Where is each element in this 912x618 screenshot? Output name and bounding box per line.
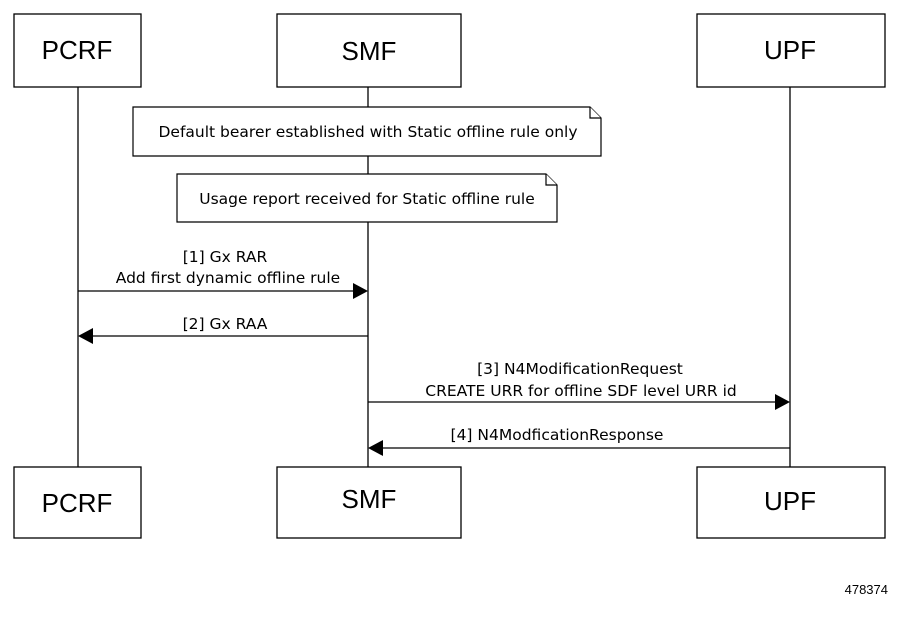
message-n4-modification-request: [3] N4ModificationRequest CREATE URR for…	[368, 360, 790, 410]
upf-bottom-label: UPF	[764, 486, 816, 516]
arrowhead-right-icon	[775, 394, 790, 410]
figure-number: 478374	[845, 582, 888, 597]
arrowhead-left-icon	[78, 328, 93, 344]
message-gx-rar-sublabel: Add first dynamic offline rule	[116, 269, 340, 287]
note-default-bearer: Default bearer established with Static o…	[132, 106, 602, 157]
note-usage-report: Usage report received for Static offline…	[176, 173, 558, 223]
upf-top-label: UPF	[764, 35, 816, 65]
message-gx-rar: [1] Gx RAR Add first dynamic offline rul…	[78, 248, 368, 299]
message-gx-rar-label: [1] Gx RAR	[183, 248, 268, 266]
note-default-bearer-text: Default bearer established with Static o…	[158, 123, 577, 141]
pcrf-bottom-label: PCRF	[42, 488, 113, 518]
arrowhead-right-icon	[353, 283, 368, 299]
message-gx-raa-label: [2] Gx RAA	[183, 315, 268, 333]
smf-top-label: SMF	[342, 36, 397, 66]
smf-top-box: SMF	[276, 13, 462, 88]
message-n4-request-sublabel: CREATE URR for offline SDF level URR id	[425, 382, 736, 400]
upf-bottom-box: UPF	[696, 466, 886, 539]
message-n4-request-label: [3] N4ModificationRequest	[477, 360, 683, 378]
pcrf-top-label: PCRF	[42, 35, 113, 65]
note-usage-report-text: Usage report received for Static offline…	[199, 190, 534, 208]
message-n4-modification-response: [4] N4ModficationResponse	[368, 426, 790, 456]
smf-bottom-box: SMF	[276, 466, 462, 539]
smf-bottom-label: SMF	[342, 484, 397, 514]
upf-top-box: UPF	[696, 13, 886, 88]
arrowhead-left-icon	[368, 440, 383, 456]
message-n4-response-label: [4] N4ModficationResponse	[451, 426, 664, 444]
pcrf-bottom-box: PCRF	[13, 466, 142, 539]
pcrf-top-box: PCRF	[13, 13, 142, 88]
message-gx-raa: [2] Gx RAA	[78, 315, 368, 344]
